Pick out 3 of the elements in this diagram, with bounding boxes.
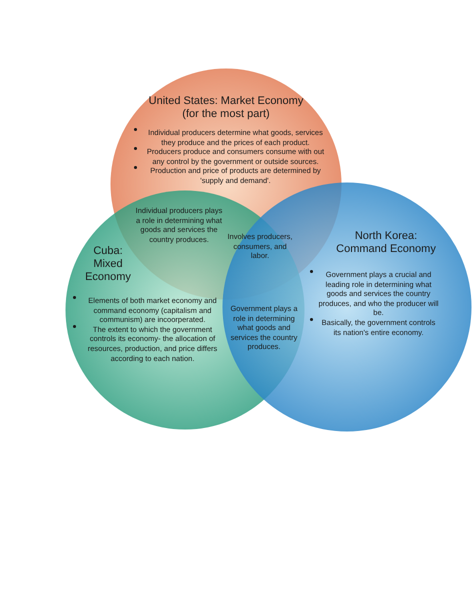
circle-heading: Cuba: Mixed Economy (84, 245, 132, 284)
circle-heading: North Korea: Command Economy (335, 230, 437, 256)
circle-heading: United States: Market Economy (for the most part) (148, 95, 304, 121)
